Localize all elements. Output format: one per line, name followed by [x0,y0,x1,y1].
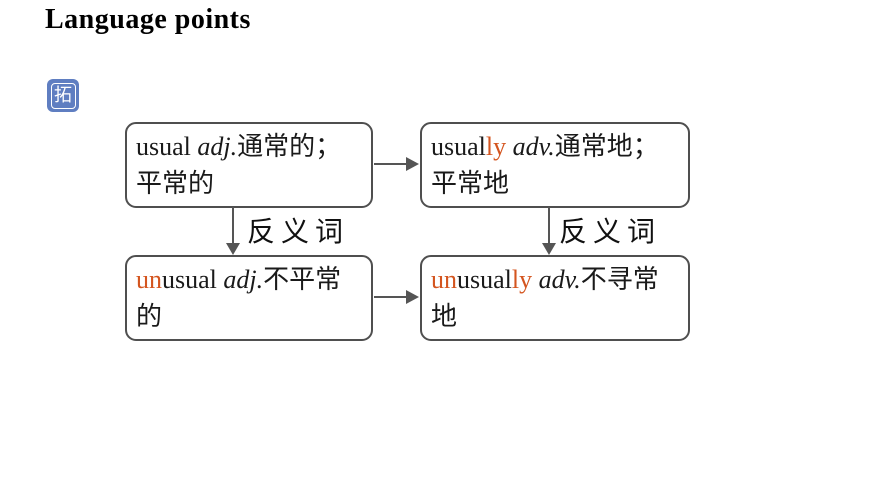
word-box-unusual: unusual adj.不平常的 [125,255,373,341]
antonym-label-left: 反义词 [247,217,350,248]
chinese-gloss: 不寻常地 [431,265,659,331]
arrow-head-right-icon [406,290,419,304]
arrow-unusual-to-unusually [374,289,420,305]
word-segment: usual [457,265,512,294]
arrow-shaft [374,296,408,298]
arrow-head-right-icon [406,157,419,171]
word-segment: usual [162,265,217,294]
antonym-label-right: 反义词 [559,217,662,248]
arrow-usual-to-unusual [226,207,240,255]
page-title: Language points [45,4,251,35]
pos-segment: adj. [190,132,238,161]
pos-segment: adv. [506,132,555,161]
expand-icon: 拓 [47,79,79,112]
arrow-head-down-icon [542,243,556,255]
arrow-shaft [548,207,550,244]
chinese-gloss: 不平常的 [136,265,342,331]
pos-segment: adj. [216,265,264,294]
suffix-segment: ly [511,265,533,294]
word-box-usually: usually adv.通常地；平常地 [420,122,690,208]
prefix-segment: un [136,265,162,294]
arrow-shaft [374,163,408,165]
suffix-segment: ly [485,132,507,161]
word-box-unusually: unusually adv.不寻常地 [420,255,690,341]
chinese-gloss: 通常地；平常地 [431,132,659,198]
arrow-usual-to-usually [374,156,420,172]
expand-icon-label: 拓 [50,82,76,109]
prefix-segment: un [431,265,457,294]
word-box-usual: usual adj.通常的；平常的 [125,122,373,208]
arrow-usually-to-unusually [542,207,556,255]
arrow-shaft [232,207,234,244]
pos-segment: adv. [532,265,581,294]
word-segment: usual [431,132,486,161]
chinese-gloss: 通常的；平常的 [136,132,342,198]
word-segment: usual [136,132,191,161]
arrow-head-down-icon [226,243,240,255]
